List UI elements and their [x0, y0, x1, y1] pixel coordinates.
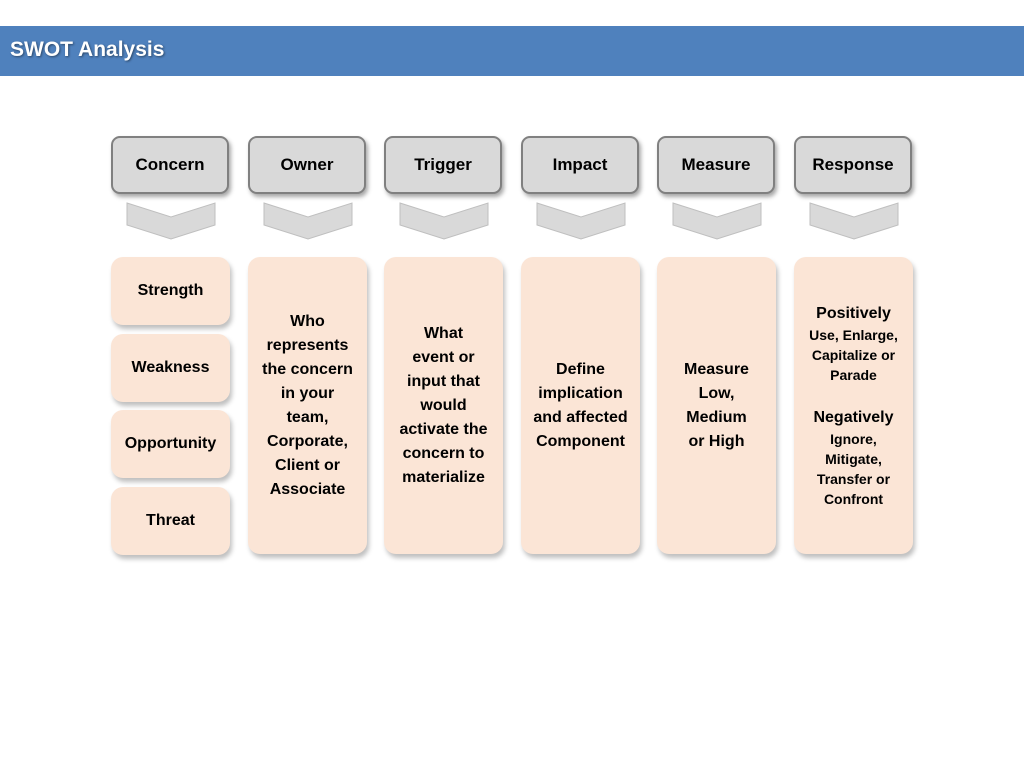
trigger-line: input that — [407, 372, 480, 390]
impact-description: Define implication and affected Componen… — [521, 257, 640, 554]
response-positive-line: Use, Enlarge, — [809, 326, 898, 343]
response-positive-line: Capitalize or — [811, 346, 896, 363]
trigger-description: What event or input that would activate … — [384, 257, 503, 554]
response-negative-line: Mitigate, — [825, 450, 882, 467]
response-description: Positively Use, Enlarge, Capitalize or P… — [794, 257, 913, 554]
concern-opportunity: Opportunity — [111, 410, 230, 478]
page-title: SWOT Analysis — [10, 38, 165, 61]
header-owner: Owner — [248, 136, 366, 194]
response-negative-line: Confront — [823, 490, 884, 507]
impact-line: implication — [538, 384, 623, 402]
response-positive-heading: Positively — [816, 304, 891, 322]
measure-line: Measure — [684, 360, 749, 378]
header-measure: Measure — [657, 136, 775, 194]
trigger-line: concern to — [402, 444, 485, 462]
concern-threat: Threat — [111, 487, 230, 555]
measure-line: or High — [688, 432, 745, 450]
owner-description: Who represents the concern in your team,… — [248, 257, 367, 554]
owner-line: Associate — [269, 480, 346, 498]
owner-line: Client or — [275, 456, 340, 474]
owner-line: Who — [290, 312, 325, 330]
owner-line: the concern — [262, 360, 353, 378]
impact-line: Define — [556, 360, 605, 378]
header-trigger: Trigger — [384, 136, 502, 194]
response-positive-line: Parade — [830, 366, 877, 383]
owner-line: represents — [266, 336, 349, 354]
owner-line: Corporate, — [267, 432, 348, 450]
chevron-down-icon — [399, 202, 489, 241]
trigger-line: would — [420, 396, 467, 414]
impact-line: and affected — [533, 408, 628, 426]
chevron-down-icon — [536, 202, 626, 241]
header-concern: Concern — [111, 136, 229, 194]
trigger-line: event or — [412, 348, 475, 366]
response-negative-heading: Negatively — [813, 408, 894, 426]
response-negative-line: Ignore, — [830, 430, 877, 447]
impact-line: Component — [536, 432, 625, 450]
chevron-down-icon — [126, 202, 216, 241]
trigger-line: materialize — [402, 468, 485, 486]
trigger-line: activate the — [399, 420, 488, 438]
measure-line: Medium — [686, 408, 747, 426]
trigger-line: What — [423, 324, 464, 342]
owner-line: in your — [280, 384, 335, 402]
concern-weakness: Weakness — [111, 334, 230, 402]
chevron-down-icon — [263, 202, 353, 241]
measure-line: Low, — [698, 384, 735, 402]
response-negative-line: Transfer or — [816, 470, 891, 487]
measure-description: Measure Low, Medium or High — [657, 257, 776, 554]
header-response: Response — [794, 136, 912, 194]
header-impact: Impact — [521, 136, 639, 194]
owner-line: team, — [286, 408, 329, 426]
chevron-down-icon — [809, 202, 899, 241]
concern-strength: Strength — [111, 257, 230, 325]
title-bar: SWOT Analysis — [0, 26, 1024, 76]
chevron-down-icon — [672, 202, 762, 241]
